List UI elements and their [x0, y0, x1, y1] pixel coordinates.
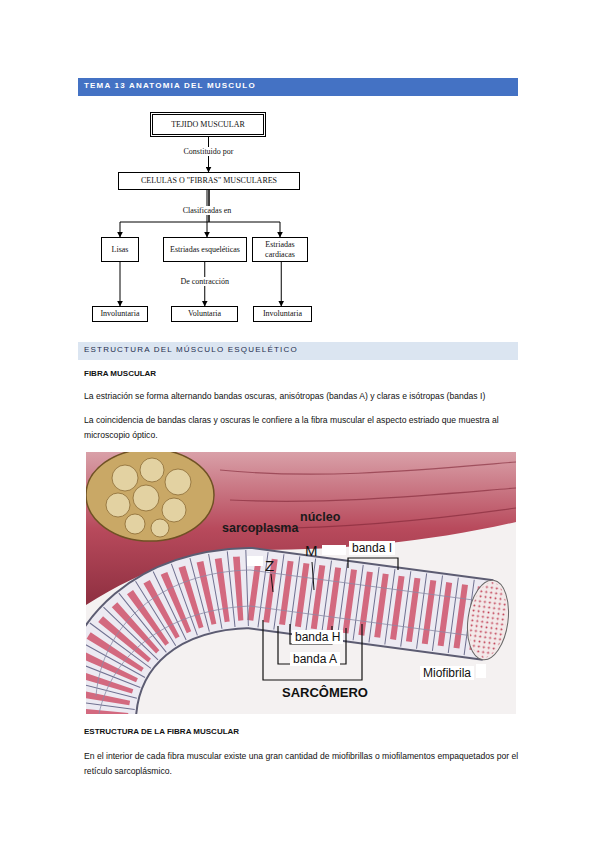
- z-lines: [96, 588, 488, 714]
- edge-label: Clasificadas en: [181, 206, 234, 215]
- myofibril-lines: [96, 570, 488, 714]
- box-text: Estriadas cardiacas: [259, 240, 301, 258]
- section-bar: [78, 342, 518, 360]
- box-text: Lisas: [112, 245, 129, 254]
- body-text: En el interior de cada fibra muscular ex…: [84, 749, 524, 779]
- flow-box: CELULAS O "FIBRAS" MUSCULARES: [118, 172, 300, 190]
- sarcomere-bracket: [263, 620, 362, 680]
- box-text: Involuntaria: [263, 309, 302, 318]
- cross-section: [86, 452, 214, 541]
- muscle-illustration: [86, 452, 516, 714]
- box-text: TEJIDO MUSCULAR: [171, 120, 245, 129]
- part-label: sarcoplasma: [222, 521, 298, 536]
- flow-box: Lisas: [101, 237, 139, 262]
- flow-arrow: [281, 262, 282, 306]
- part-label: Miofibrila: [420, 666, 474, 680]
- part-label: Z: [265, 557, 274, 575]
- box-text: CELULAS O "FIBRAS" MUSCULARES: [141, 176, 277, 185]
- part-label: M: [305, 542, 318, 560]
- blank-tag: [322, 545, 346, 555]
- band-bracket: [348, 558, 398, 570]
- box-text: Estriadas esqueléticas: [170, 245, 240, 254]
- part-label: banda I: [349, 541, 395, 555]
- leader-line: [312, 562, 314, 590]
- flow-box: TEJIDO MUSCULAR: [150, 112, 266, 137]
- muscle-streaks: [220, 462, 516, 528]
- flow-box: Estriadas cardiacas: [252, 237, 308, 262]
- edge-label: De contracción: [178, 277, 231, 286]
- part-label: banda A: [290, 652, 340, 666]
- box-text: Voluntaria: [188, 309, 221, 318]
- part-label: núcleo: [300, 510, 340, 525]
- part-label: SARCÔMERO: [282, 685, 368, 701]
- fiber-body: [96, 588, 488, 714]
- fiber-outline: [96, 588, 488, 714]
- box-text: Involuntaria: [100, 309, 139, 318]
- subheading: ESTRUCTURA DE LA FIBRA MUSCULAR: [84, 727, 239, 737]
- subheading: FIBRA MUSCULAR: [84, 369, 156, 379]
- flow-box: Estriadas esqueléticas: [163, 237, 247, 262]
- flow-box: Involuntaria: [253, 306, 312, 322]
- flow-arrow: [120, 262, 121, 306]
- edge-label: Constituido por: [181, 147, 235, 156]
- header-bar: [78, 78, 518, 96]
- blank-tag: [247, 556, 263, 566]
- section-heading: ESTRUCTURA DEL MÚSCULO ESQUELÉTICO: [84, 345, 298, 355]
- leader-line: [271, 574, 273, 592]
- part-label: banda H: [292, 630, 343, 644]
- fiber-end: [463, 578, 513, 663]
- page-title: TEMA 13 ANATOMIA DEL MUSCULO: [84, 81, 256, 90]
- dark-bands: [96, 588, 488, 714]
- body-text: La estriación se forma alternando bandas…: [84, 390, 485, 404]
- body-text: La coincidencia de bandas claras y oscur…: [84, 413, 504, 443]
- fascicle-cells: [106, 458, 191, 537]
- flow-box: Involuntaria: [92, 306, 148, 322]
- blank-tag: [476, 664, 486, 678]
- flow-box: Voluntaria: [171, 306, 238, 322]
